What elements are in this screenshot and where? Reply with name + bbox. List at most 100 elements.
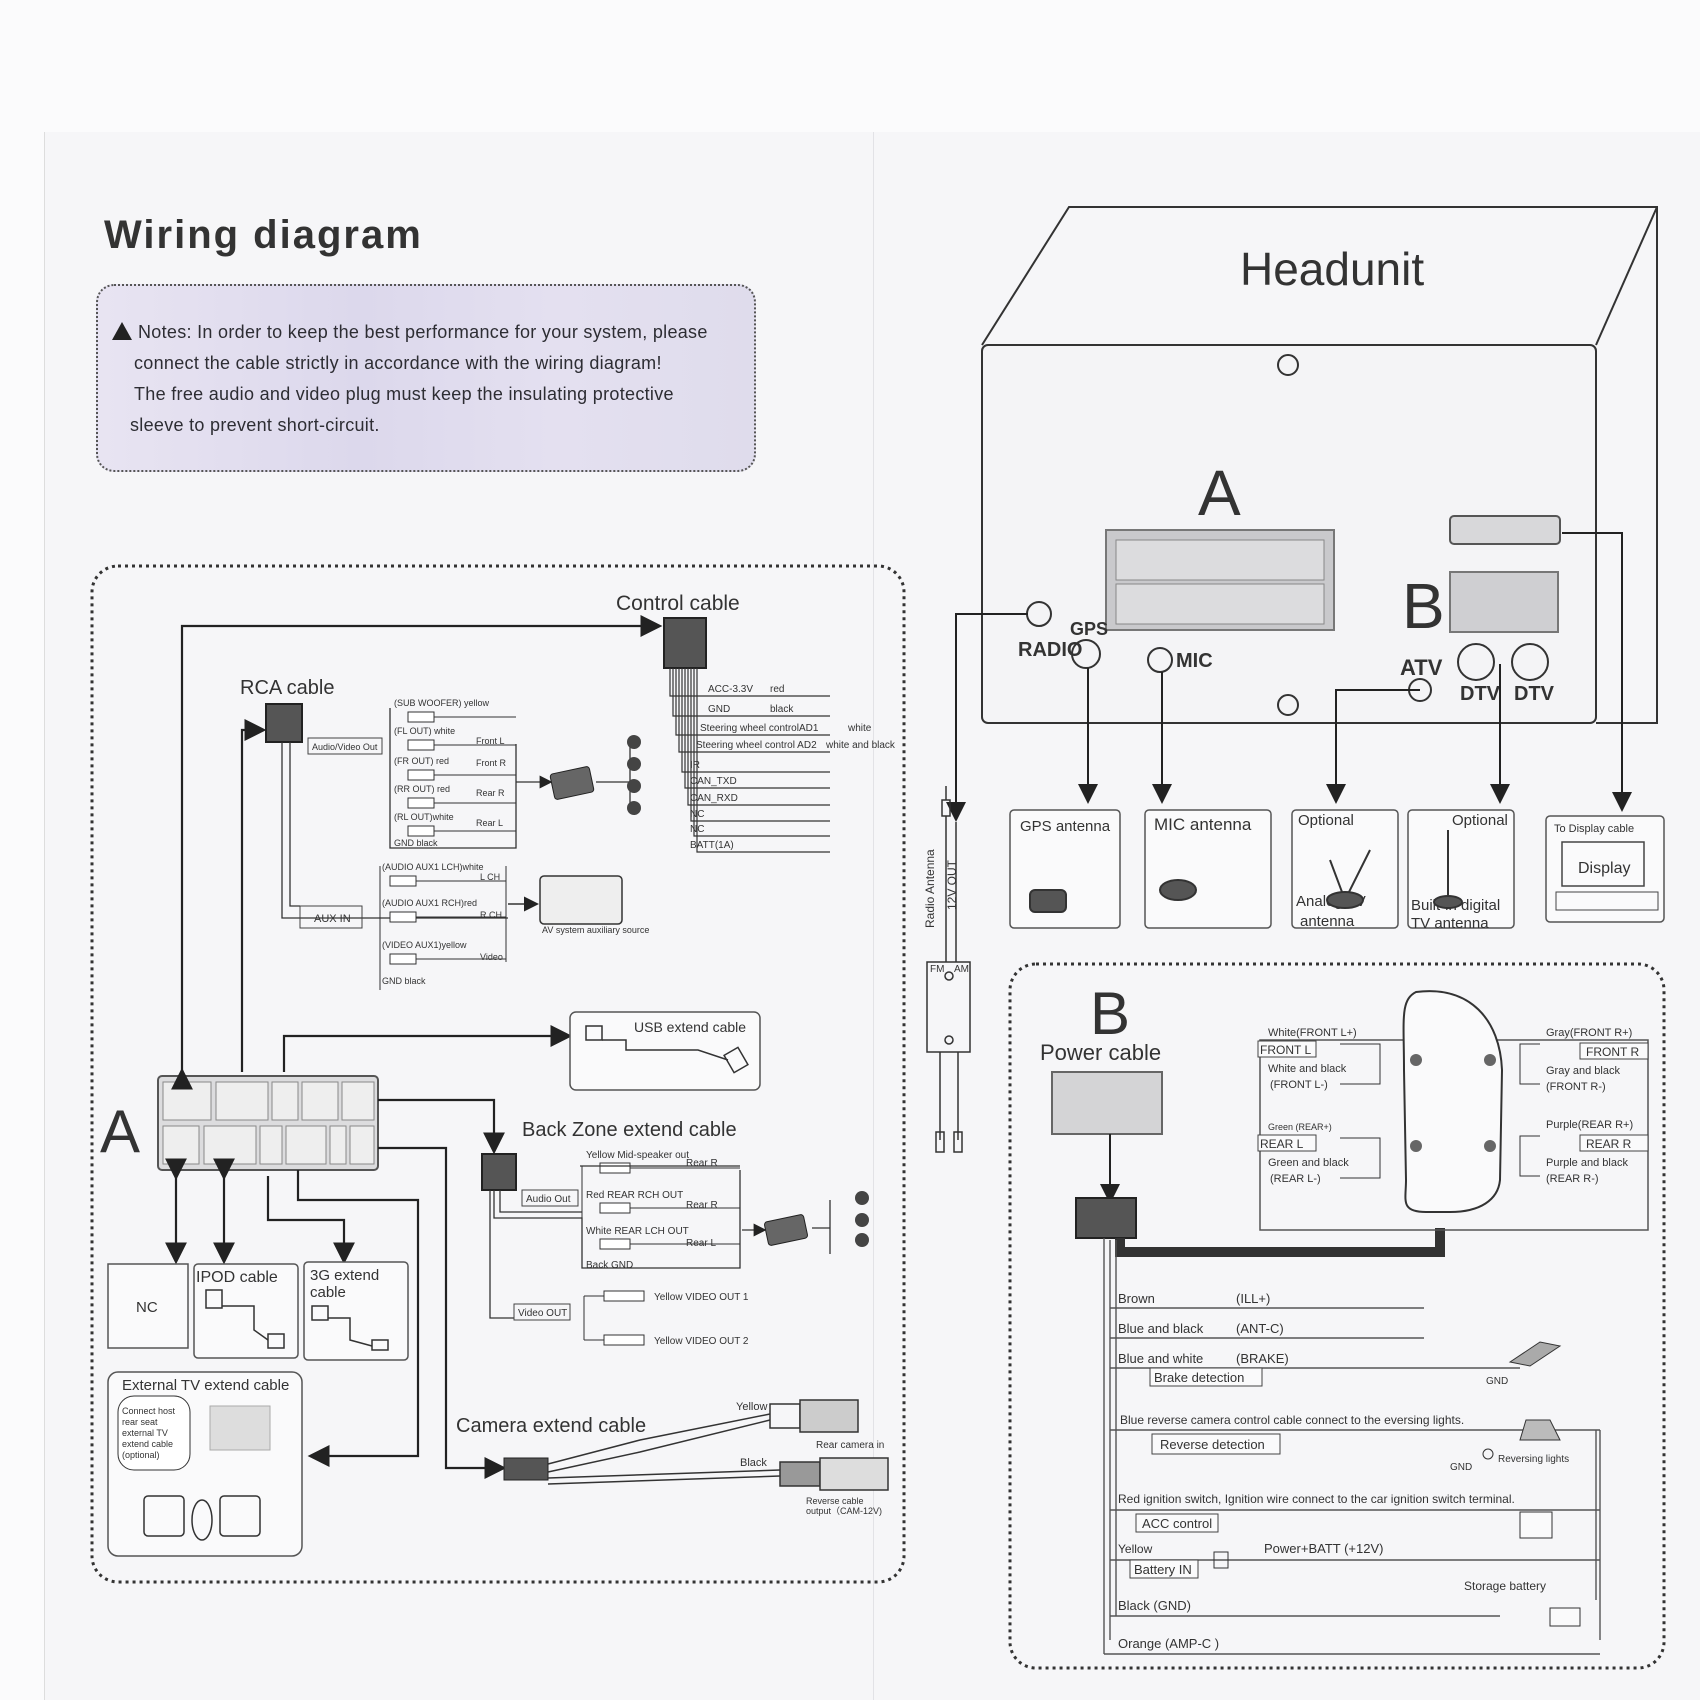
control-pin-wire (675, 668, 830, 736)
power-harness-connector (1075, 1197, 1137, 1239)
external-tv-label: External TV extend cable (122, 1377, 289, 1394)
camera-title: Camera extend cable (456, 1415, 646, 1437)
external-tv-note-bubble (117, 1395, 191, 1471)
orange-label: Orange (AMP-C ) (1118, 1636, 1219, 1651)
video-plug-icon (603, 1334, 645, 1346)
mic-puck-icon (1159, 879, 1197, 901)
speaker-sub-label: (REAR R-) (1546, 1173, 1599, 1185)
acc-control-box (1135, 1513, 1219, 1533)
speaker-icons (627, 735, 641, 815)
speaker-wire-label: Gray and black (1546, 1065, 1620, 1077)
rca-line-label: (RL OUT)white (394, 812, 454, 822)
power-batt-label: Power+BATT (+12V) (1264, 1541, 1383, 1556)
rca-side-label: Front L (476, 736, 505, 746)
speaker-wire-label: Purple and black (1546, 1157, 1628, 1169)
brake-detection-box (1149, 1367, 1263, 1387)
dtv-jack-2 (1511, 643, 1549, 681)
dtv-label-2: DTV (1514, 683, 1555, 705)
power-wire-function: (ILL+) (1236, 1291, 1270, 1306)
power-wires-text: Brown(ILL+)Blue and black(ANT-C)Blue and… (1118, 1291, 1289, 1366)
control-pin-name: ACC-3.3V (708, 684, 753, 695)
reverse-output-line2: output（CAM-12V) (806, 1506, 882, 1516)
external-tv-note-line: rear seat (122, 1417, 158, 1427)
speaker-bracket (1340, 1043, 1381, 1085)
rca-plug-icon (407, 797, 435, 809)
notes-line-1: Notes: In order to keep the best perform… (138, 322, 708, 342)
usb-label: USB extend cable (634, 1019, 746, 1035)
power-connector-b (1051, 1071, 1163, 1135)
control-pin-wire (696, 668, 830, 853)
reverse-detection-label: Reverse detection (1160, 1437, 1265, 1452)
power-wire-lines (1103, 1238, 1601, 1655)
connector-a-label: A (1198, 457, 1241, 529)
control-pin-wire (690, 668, 830, 822)
storage-battery-label: Storage battery (1464, 1579, 1546, 1593)
aux-in-label: AUX IN (314, 913, 351, 925)
fm-label: FM (930, 964, 944, 975)
external-tv-note-line: external TV (122, 1428, 168, 1438)
power-wire-color: Blue and white (1118, 1351, 1203, 1366)
fuse-icon (1213, 1551, 1229, 1569)
rca-plug-icon (407, 825, 435, 837)
back-zone-connector (481, 1153, 517, 1191)
yellow-wire-label: Yellow (1118, 1542, 1153, 1556)
camera-black-label: Black (740, 1457, 767, 1469)
aux-side-label: R CH (480, 910, 502, 920)
video-bracket (583, 1295, 604, 1341)
reversing-lights-icon (1482, 1448, 1494, 1460)
display-base-icon (1555, 891, 1659, 911)
atv-base-icon (1326, 891, 1364, 909)
harness-arrows (165, 615, 663, 1479)
red-ignition-label: Red ignition switch, Ignition wire conne… (1118, 1492, 1515, 1506)
speaker-bracket (1519, 1043, 1540, 1085)
speaker-box (1579, 1042, 1649, 1060)
display-label: Display (1578, 860, 1630, 877)
reversing-lights-label: Reversing lights (1498, 1454, 1569, 1465)
dtv-optional-label: Optional (1452, 812, 1508, 829)
external-tv-plugs-icon (143, 1495, 261, 1541)
rca-side-label: Rear R (476, 788, 505, 798)
dtv-antenna-line2: TV antenna (1411, 915, 1489, 932)
speaker-box-label: FRONT L (1260, 1043, 1311, 1057)
radio-antenna-label: Radio Antenna (923, 849, 937, 928)
video-out-box (513, 1303, 571, 1321)
ipod-cable-icon (205, 1289, 285, 1349)
rca-cable-connector (265, 703, 303, 743)
rca-side-label: Front R (476, 758, 507, 768)
power-panel-border (1008, 962, 1666, 1670)
antenna-icons (1029, 830, 1463, 913)
rca-plug-icon (407, 739, 435, 751)
power-cable-title: Power cable (1040, 1040, 1161, 1065)
page-fold (873, 132, 874, 1700)
gps-jack (1071, 639, 1101, 669)
back-zone-side-label: Rear R (686, 1158, 718, 1169)
camera-wiring (547, 1399, 889, 1491)
control-pin-name: IR (690, 760, 700, 771)
back-zone-side-label: Rear L (686, 1238, 716, 1249)
notes-line-2: connect the cable strictly in accordance… (134, 353, 662, 373)
rca-lines: (SUB WOOFER) yellow(FL OUT) white(FR OUT… (394, 698, 516, 848)
power-wire-color: Blue and black (1118, 1321, 1204, 1336)
aux-lines: (AUDIO AUX1 LCH)white(AUDIO AUX1 RCH)red… (379, 862, 507, 990)
back-zone-side-label: Rear R (686, 1200, 718, 1211)
aux-plug-icon (389, 875, 417, 887)
display-cable-label: To Display cable (1554, 823, 1634, 835)
speaker-wire-label: Purple(REAR R+) (1546, 1119, 1633, 1131)
rca-plug-icon (407, 769, 435, 781)
reverse-detection-box (1151, 1433, 1281, 1455)
speaker-box-label: REAR L (1260, 1137, 1304, 1151)
control-pin-name: CAN_TXD (690, 776, 737, 787)
back-zone-title: Back Zone extend cable (522, 1119, 737, 1141)
control-pin-color: black (770, 704, 794, 715)
video-line-label: Yellow VIDEO OUT 2 (654, 1336, 749, 1347)
aux-side-label: Video (480, 952, 503, 962)
gear-shift-icon (1519, 1419, 1561, 1441)
external-tv-note-line: extend cable (122, 1439, 173, 1449)
control-pin-wire (693, 668, 830, 837)
control-pin-color: white and black (825, 740, 896, 751)
mic-antenna-label: MIC antenna (1154, 815, 1252, 834)
back-zone-line-label: Back GND (586, 1260, 633, 1271)
